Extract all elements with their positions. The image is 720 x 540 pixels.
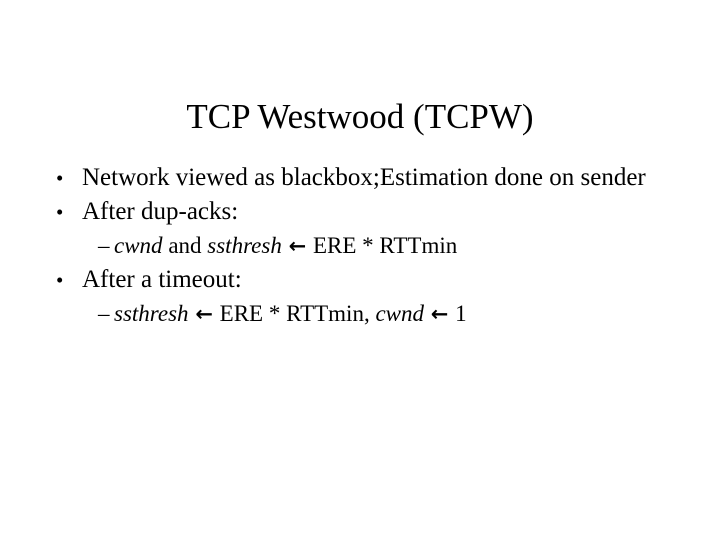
bullet-point-icon: • [56, 166, 64, 190]
list-item: • Network viewed as blackbox;Estimation … [56, 161, 676, 195]
left-arrow-icon: ← [430, 302, 449, 326]
space [282, 233, 288, 258]
sub-list-item: – ssthresh ← ERE * RTTmin, cwnd ← 1 [98, 297, 676, 331]
list-item-label: After dup-acks: [82, 198, 239, 225]
slide-body: • Network viewed as blackbox;Estimation … [56, 161, 676, 331]
expression-ere-rttmin: ERE * RTTmin, [213, 301, 376, 326]
left-arrow-icon: ← [288, 234, 307, 258]
list-item: • After a timeout: [56, 263, 676, 297]
left-arrow-icon: ← [195, 302, 213, 326]
list-item-label: Network viewed as blackbox;Estimation do… [82, 164, 646, 191]
bullet-point-icon: • [56, 268, 64, 292]
connector-and: and [162, 233, 208, 258]
variable-cwnd: cwnd [375, 301, 425, 326]
list-item-label: After a timeout: [82, 266, 242, 293]
variable-ssthresh: ssthresh [207, 233, 282, 258]
dash-marker-icon: – [98, 233, 110, 258]
sub-list-item-label: cwnd and ssthresh ← ERE * RTTmin [114, 229, 676, 263]
expression-ere-rttmin: ERE * RTTmin [307, 233, 458, 258]
sub-list-item-label: ssthresh ← ERE * RTTmin, cwnd ← 1 [114, 297, 676, 331]
variable-ssthresh: ssthresh [114, 301, 189, 326]
list-item: • After dup-acks: [56, 195, 676, 229]
page-title: TCP Westwood (TCPW) [186, 97, 534, 137]
bullet-point-icon: • [56, 200, 64, 224]
value-one: 1 [449, 301, 467, 326]
sub-list-item: – cwnd and ssthresh ← ERE * RTTmin [98, 229, 676, 263]
dash-marker-icon: – [98, 301, 110, 326]
variable-cwnd: cwnd [114, 233, 163, 258]
space [424, 301, 430, 326]
